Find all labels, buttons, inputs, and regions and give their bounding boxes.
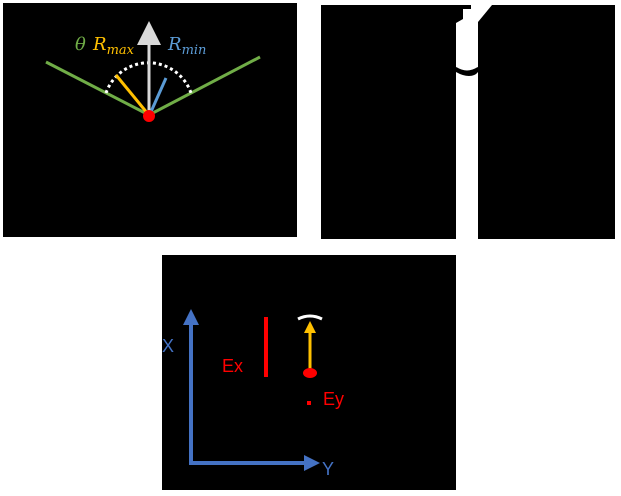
white-structure — [456, 5, 492, 71]
origin-dot — [303, 368, 317, 378]
angle-diagram-svg — [45, 21, 261, 122]
theta-right-line — [148, 55, 261, 117]
angle-diagram-panel: θ Rmax Rmin — [3, 3, 297, 237]
theta-left-line — [45, 60, 150, 117]
y-axis-label: Y — [322, 459, 335, 479]
ey-point — [307, 401, 311, 405]
cap-arc — [297, 314, 323, 321]
junction-gap — [455, 67, 479, 73]
rmin-label: Rmin — [168, 34, 206, 58]
rmin-line — [148, 77, 168, 115]
x-axis-label: X — [162, 336, 175, 356]
binary-image-svg — [455, 5, 492, 239]
origin-dot — [143, 110, 155, 122]
axes-diagram-svg — [183, 309, 323, 471]
rmax-label-base: R — [93, 34, 107, 55]
rmin-label-sub: min — [181, 43, 207, 58]
binary-image-panel — [321, 5, 615, 239]
ey-label: Ey — [323, 389, 345, 409]
white-stem — [456, 72, 478, 239]
theta-label: θ — [75, 34, 86, 55]
ex-label: Ex — [222, 356, 244, 376]
rmax-label-sub: max — [106, 43, 134, 58]
rmax-line — [114, 74, 150, 115]
axes-diagram-panel: X Y Ex Ey — [162, 255, 456, 490]
rmin-label-base: R — [168, 34, 182, 55]
rmax-label: Rmax — [93, 34, 134, 58]
